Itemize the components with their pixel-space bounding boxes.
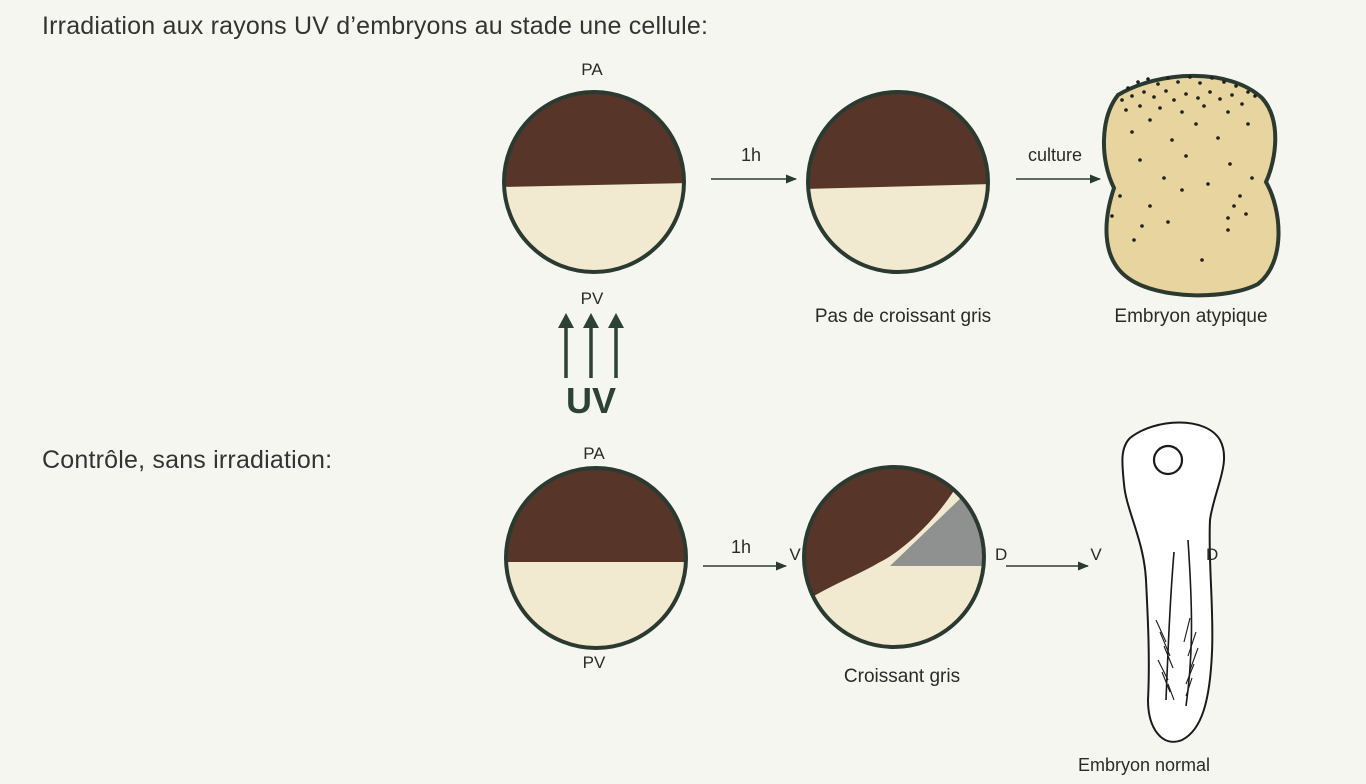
uv-label: UV	[566, 380, 616, 421]
caption-grey-crescent: Croissant gris	[844, 666, 960, 687]
label-pa-top: PA	[581, 60, 603, 79]
label-pv-top: PV	[581, 289, 604, 308]
caption-atypical-embryo: Embryon atypique	[1114, 306, 1267, 327]
label-1h-top: 1h	[741, 145, 761, 165]
egg-no-crescent-outline	[806, 90, 990, 274]
normal-embryo-neural-line	[1185, 539, 1193, 707]
uv-arrow-head	[608, 313, 624, 328]
normal-embryo-tail-marks	[1155, 617, 1199, 701]
caption-normal-embryo: Embryon normal	[1078, 755, 1210, 775]
atypical-embryo	[1101, 73, 1281, 298]
egg-grey-crescent-animal	[804, 467, 968, 600]
normal-embryo-eye	[1152, 444, 1184, 476]
egg-control-animal	[506, 468, 686, 562]
label-1h-bottom: 1h	[731, 537, 751, 557]
atypical-embryo-dots	[1110, 75, 1257, 262]
atypical-embryo-body	[1101, 73, 1281, 298]
egg-grey-crescent	[802, 465, 986, 649]
egg-grey-crescent-outline	[802, 465, 986, 649]
label-dorsal-egg: D	[995, 545, 1007, 564]
caption-no-crescent: Pas de croissant gris	[815, 306, 991, 327]
label-dorsal-embryo: D	[1206, 545, 1218, 564]
label-pa-bottom: PA	[583, 444, 605, 463]
label-pv-bottom: PV	[583, 653, 606, 672]
label-ventral-egg: V	[789, 545, 801, 564]
uv-arrow-head	[558, 313, 574, 328]
egg-no-crescent-animal	[808, 92, 988, 189]
egg-irradiated	[502, 90, 686, 274]
uv-arrow-head	[583, 313, 599, 328]
normal-embryo	[1121, 421, 1225, 743]
uv-arrows	[558, 313, 624, 378]
egg-irradiated-animal	[504, 92, 684, 187]
label-ventral-embryo: V	[1090, 545, 1102, 564]
normal-embryo-outline	[1121, 421, 1225, 743]
label-culture: culture	[1028, 145, 1082, 165]
egg-irradiated-outline	[502, 90, 686, 274]
egg-control-outline	[504, 466, 688, 650]
egg-no-crescent	[806, 90, 990, 274]
heading-control: Contrôle, sans irradiation:	[42, 446, 333, 474]
heading-irradiation: Irradiation aux rayons UV d’embryons au …	[42, 12, 709, 40]
egg-control	[504, 466, 688, 650]
